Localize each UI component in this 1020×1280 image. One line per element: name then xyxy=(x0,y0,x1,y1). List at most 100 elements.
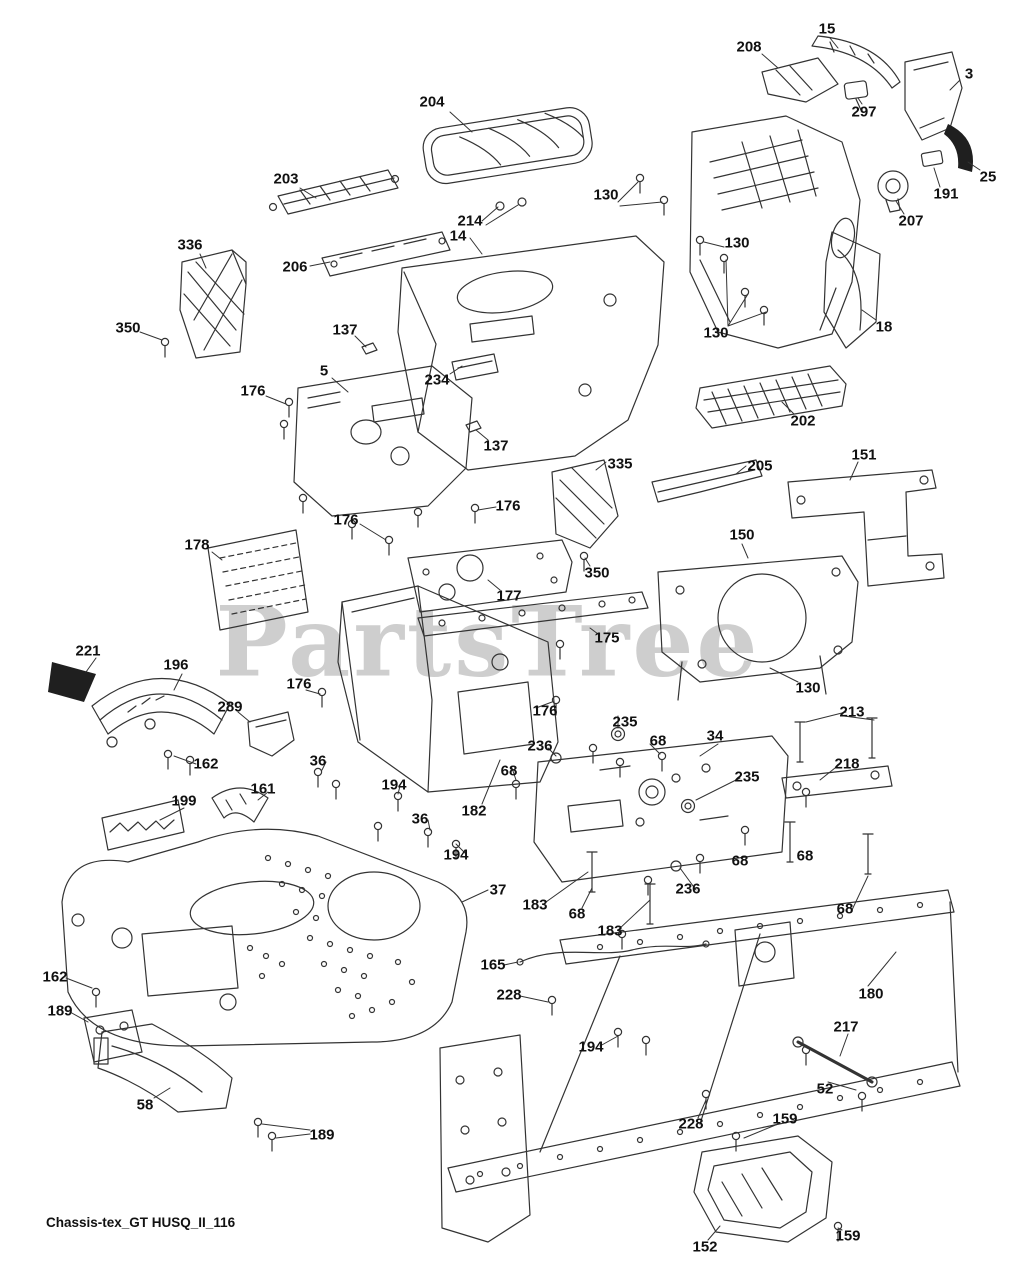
fender-cap-part xyxy=(48,662,231,748)
headlight-bezel-part xyxy=(761,57,839,103)
part-callout-194[interactable]: 194 xyxy=(381,776,407,794)
axle-bracket-part xyxy=(83,1009,143,1063)
part-callout-150[interactable]: 150 xyxy=(729,526,755,544)
part-callout-191[interactable]: 191 xyxy=(933,185,959,203)
deflector-part xyxy=(211,787,269,823)
diagram-footer-label: Chassis-tex_GT HUSQ_II_116 xyxy=(46,1215,236,1230)
part-callout-25[interactable]: 25 xyxy=(979,168,997,186)
part-callout-235[interactable]: 235 xyxy=(612,713,638,731)
dash-lower-trim-part xyxy=(651,459,763,503)
part-callout-176[interactable]: 176 xyxy=(495,497,521,515)
vent-grid-part xyxy=(207,529,309,631)
part-callout-68[interactable]: 68 xyxy=(568,905,586,923)
part-callout-161[interactable]: 161 xyxy=(250,780,276,798)
part-callout-297[interactable]: 297 xyxy=(851,103,877,121)
part-callout-336[interactable]: 336 xyxy=(177,236,203,254)
part-callout-130[interactable]: 130 xyxy=(795,679,821,697)
part-callout-189[interactable]: 189 xyxy=(47,1002,73,1020)
part-callout-178[interactable]: 178 xyxy=(184,536,210,554)
part-callout-152[interactable]: 152 xyxy=(692,1238,718,1256)
part-callout-205[interactable]: 205 xyxy=(747,457,773,475)
part-callout-206[interactable]: 206 xyxy=(282,258,308,276)
part-callout-350[interactable]: 350 xyxy=(115,319,141,337)
part-callout-204[interactable]: 204 xyxy=(419,93,445,111)
part-callout-68[interactable]: 68 xyxy=(731,852,749,870)
part-callout-217[interactable]: 217 xyxy=(833,1018,859,1036)
part-callout-335[interactable]: 335 xyxy=(607,455,633,473)
part-callout-68[interactable]: 68 xyxy=(796,847,814,865)
part-callout-221[interactable]: 221 xyxy=(75,642,101,660)
mounting-plate-part xyxy=(533,735,789,883)
part-callout-350[interactable]: 350 xyxy=(584,564,610,582)
grille-housing-part xyxy=(689,115,861,349)
part-callout-3[interactable]: 3 xyxy=(964,65,974,83)
part-callout-203[interactable]: 203 xyxy=(273,170,299,188)
part-callout-37[interactable]: 37 xyxy=(489,881,507,899)
part-callout-208[interactable]: 208 xyxy=(736,38,762,56)
part-callout-235[interactable]: 235 xyxy=(734,768,760,786)
part-callout-182[interactable]: 182 xyxy=(461,802,487,820)
part-callout-52[interactable]: 52 xyxy=(816,1080,834,1098)
part-callout-213[interactable]: 213 xyxy=(839,703,865,721)
part-callout-202[interactable]: 202 xyxy=(790,412,816,430)
part-callout-137[interactable]: 137 xyxy=(483,437,509,455)
part-callout-14[interactable]: 14 xyxy=(449,227,467,245)
part-callout-162[interactable]: 162 xyxy=(193,755,219,773)
part-callout-207[interactable]: 207 xyxy=(898,212,924,230)
chassis-frame-part xyxy=(439,889,961,1243)
part-callout-236[interactable]: 236 xyxy=(527,737,553,755)
latch-part xyxy=(843,80,869,111)
part-callout-18[interactable]: 18 xyxy=(875,318,893,336)
part-callout-228[interactable]: 228 xyxy=(496,986,522,1004)
part-callout-176[interactable]: 176 xyxy=(240,382,266,400)
stabilizer-rod-part xyxy=(792,1036,878,1088)
part-callout-289[interactable]: 289 xyxy=(217,698,243,716)
part-callout-130[interactable]: 130 xyxy=(593,186,619,204)
part-callout-58[interactable]: 58 xyxy=(136,1096,154,1114)
support-bracket-part xyxy=(321,231,451,277)
part-callout-194[interactable]: 194 xyxy=(578,1038,604,1056)
fuel-door-strip-part xyxy=(451,353,499,381)
fender-perforation-dots xyxy=(246,854,416,1020)
part-callout-68[interactable]: 68 xyxy=(836,900,854,918)
part-callout-36[interactable]: 36 xyxy=(309,752,327,770)
part-callout-162[interactable]: 162 xyxy=(42,968,68,986)
part-callout-234[interactable]: 234 xyxy=(424,371,450,389)
part-callout-194[interactable]: 194 xyxy=(443,846,469,864)
part-callout-183[interactable]: 183 xyxy=(597,922,623,940)
part-callout-68[interactable]: 68 xyxy=(649,732,667,750)
fender-footrest-part xyxy=(61,828,468,1047)
part-callout-36[interactable]: 36 xyxy=(411,810,429,828)
part-callout-236[interactable]: 236 xyxy=(675,880,701,898)
part-callout-189[interactable]: 189 xyxy=(309,1126,335,1144)
part-callout-5[interactable]: 5 xyxy=(319,362,329,380)
part-callout-68[interactable]: 68 xyxy=(500,762,518,780)
part-callout-159[interactable]: 159 xyxy=(835,1227,861,1245)
part-callout-159[interactable]: 159 xyxy=(772,1110,798,1128)
part-callout-34[interactable]: 34 xyxy=(706,727,724,745)
hood-vent-part xyxy=(422,107,593,185)
part-callout-214[interactable]: 214 xyxy=(457,212,483,230)
part-callout-165[interactable]: 165 xyxy=(480,956,506,974)
part-callout-151[interactable]: 151 xyxy=(851,446,877,464)
part-callout-176[interactable]: 176 xyxy=(286,675,312,693)
part-callout-180[interactable]: 180 xyxy=(858,985,884,1003)
part-callout-15[interactable]: 15 xyxy=(818,20,836,38)
part-callout-176[interactable]: 176 xyxy=(532,702,558,720)
part-callout-196[interactable]: 196 xyxy=(163,656,189,674)
part-callout-137[interactable]: 137 xyxy=(332,321,358,339)
part-callout-218[interactable]: 218 xyxy=(834,755,860,773)
grille-insert-part xyxy=(695,365,847,429)
part-callout-199[interactable]: 199 xyxy=(171,792,197,810)
part-callout-175[interactable]: 175 xyxy=(594,629,620,647)
part-callout-130[interactable]: 130 xyxy=(724,234,750,252)
cable-clip-part xyxy=(361,197,527,433)
part-callout-176[interactable]: 176 xyxy=(333,511,359,529)
engine-plate-part xyxy=(657,555,859,701)
part-callout-228[interactable]: 228 xyxy=(678,1115,704,1133)
part-callout-183[interactable]: 183 xyxy=(522,896,548,914)
part-callout-177[interactable]: 177 xyxy=(496,587,522,605)
part-callout-130[interactable]: 130 xyxy=(703,324,729,342)
